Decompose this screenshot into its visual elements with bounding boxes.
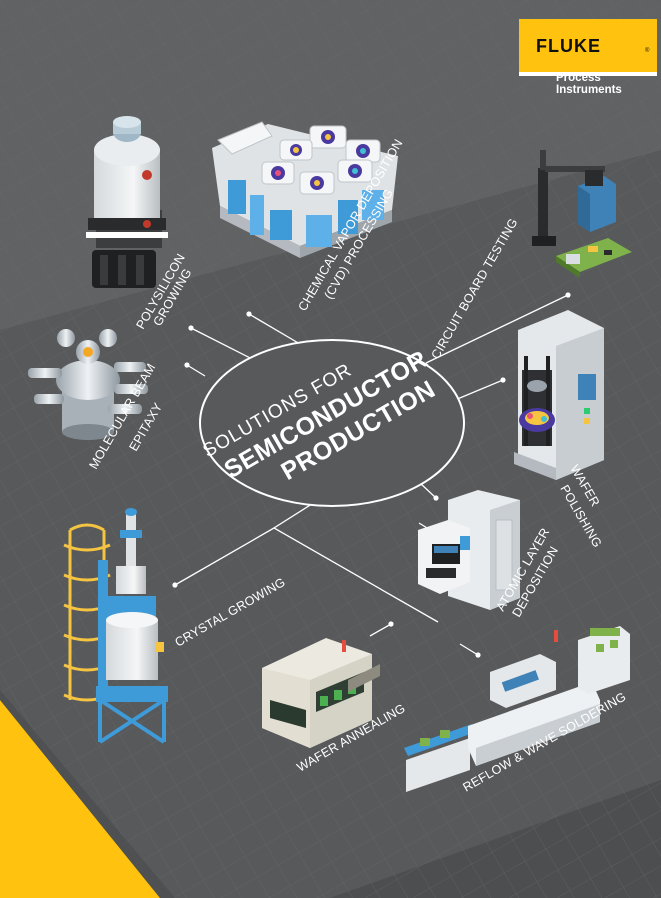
polysilicon-reactor-icon bbox=[86, 116, 168, 288]
ald-machine-icon bbox=[418, 490, 520, 610]
reflow-line-icon bbox=[404, 626, 630, 792]
brand-mark: ® bbox=[645, 47, 650, 54]
annealing-furnace-icon bbox=[262, 638, 380, 748]
mbe-chamber-icon bbox=[28, 329, 148, 440]
circuit-board-tester-icon bbox=[532, 150, 632, 278]
connector-dots bbox=[172, 292, 571, 658]
brand-name: FLUKE bbox=[536, 36, 601, 56]
wafer-polisher-icon bbox=[514, 310, 604, 480]
brand-sub-line1: Process bbox=[556, 72, 601, 84]
crystal-puller-icon bbox=[63, 508, 168, 744]
cvd-cluster-tool-icon bbox=[212, 121, 398, 258]
brand-sub-line2: Instruments bbox=[556, 84, 622, 96]
fluke-logo: FLUKE ® Process Instruments bbox=[519, 19, 657, 96]
solutions-hub: SOLUTIONS FOR SEMICONDUCTOR PRODUCTION bbox=[199, 339, 465, 507]
